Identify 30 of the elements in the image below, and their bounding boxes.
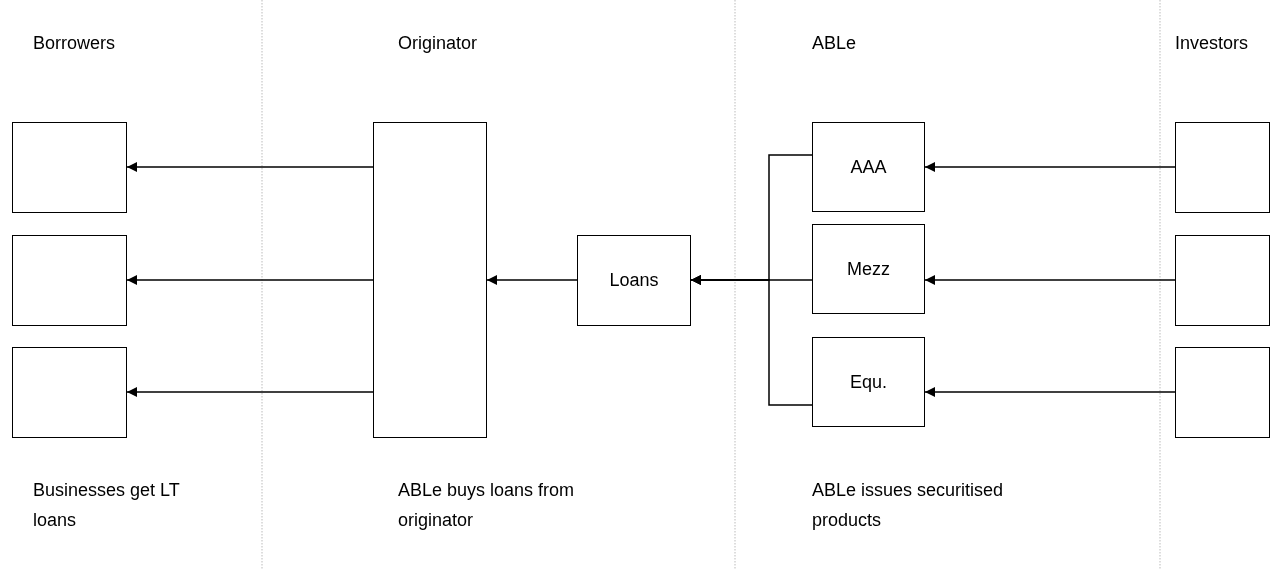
column-heading: Borrowers: [33, 32, 117, 55]
empty-box: [12, 122, 127, 213]
arrow: [924, 387, 1176, 397]
column-heading: ABLe: [812, 32, 858, 55]
empty-box: [12, 347, 127, 438]
column-note: ABLe issues securitised products: [812, 479, 1005, 532]
column-note: Businesses get LT loans: [33, 479, 181, 532]
arrow: [126, 387, 374, 397]
arrow: [126, 275, 374, 285]
empty-box: [12, 235, 127, 326]
box-label: Loans: [609, 270, 659, 291]
box-label: Mezz: [847, 258, 890, 280]
arrow: [924, 275, 1176, 285]
box-label: AAA: [850, 156, 887, 178]
process-box: [812, 224, 925, 314]
arrow: [924, 162, 1176, 172]
column-heading: Investors: [1175, 32, 1250, 55]
arrow: [690, 275, 813, 406]
empty-box: [1175, 235, 1270, 326]
empty-box: [1175, 122, 1270, 213]
empty-box: [1175, 347, 1270, 438]
process-box: [577, 235, 691, 326]
arrow: [126, 162, 374, 172]
column-heading: Originator: [398, 32, 479, 55]
empty-box: [373, 122, 487, 438]
column-note: ABLe buys loans from originator: [398, 479, 576, 532]
process-box: [812, 337, 925, 427]
box-label: Equ.: [850, 371, 887, 393]
arrow: [486, 275, 578, 285]
process-box: [812, 122, 925, 212]
